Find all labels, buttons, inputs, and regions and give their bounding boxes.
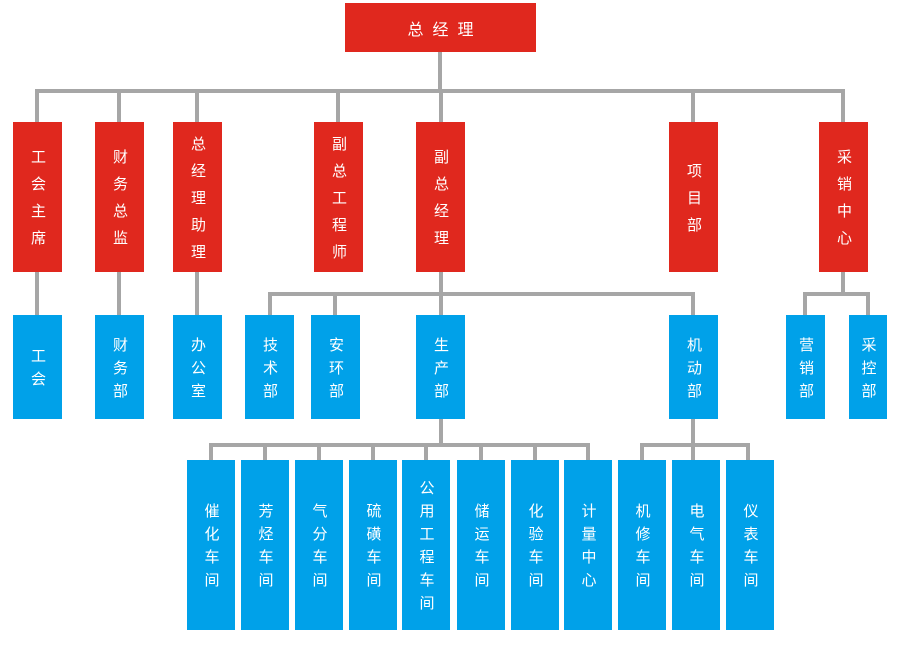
node-machine-repair-workshop: 机修车间: [618, 460, 666, 630]
connector-line: [586, 443, 590, 460]
node-metrology-center: 计量中心: [564, 460, 612, 630]
connector-line: [803, 292, 807, 315]
connector-line: [640, 443, 644, 460]
connector-line: [691, 443, 695, 460]
connector-line: [691, 89, 695, 122]
node-laboratory-workshop: 化验车间: [511, 460, 559, 630]
node-instrument-workshop: 仪表车间: [726, 460, 774, 630]
node-project-dept: 项目部: [669, 122, 718, 272]
connector-line: [336, 89, 340, 122]
connector-line: [371, 443, 375, 460]
node-procurement-control-dept: 采控部: [849, 315, 887, 419]
node-gm-assistant: 总经理助理: [173, 122, 222, 272]
node-finance-dept: 财务部: [95, 315, 144, 419]
node-label: 电气车间: [687, 503, 706, 595]
node-label: 计量中心: [579, 503, 598, 595]
connector-line: [439, 272, 443, 292]
node-label: 副总工程师: [330, 135, 348, 271]
connector-line: [803, 292, 870, 296]
node-safety-env-dept: 安环部: [311, 315, 360, 419]
connector-line: [439, 419, 443, 443]
connector-line: [841, 272, 845, 292]
node-label: 机修车间: [633, 503, 652, 595]
connector-line: [691, 419, 695, 443]
connector-line: [195, 89, 199, 122]
node-label: 化验车间: [526, 503, 545, 595]
connector-line: [209, 443, 590, 447]
node-finance-director: 财务总监: [95, 122, 144, 272]
connector-line: [424, 443, 428, 460]
connector-line: [268, 292, 695, 296]
node-label: 气分车间: [310, 503, 329, 595]
connector-line: [209, 443, 213, 460]
connector-line: [479, 443, 483, 460]
node-aromatics-workshop: 芳烃车间: [241, 460, 289, 630]
node-production-dept: 生产部: [416, 315, 465, 419]
node-label: 储运车间: [472, 503, 491, 595]
node-label: 副总经理: [432, 149, 450, 257]
node-storage-transport-workshop: 储运车间: [457, 460, 505, 630]
node-label: 采控部: [859, 336, 878, 406]
node-label: 安环部: [327, 336, 345, 406]
node-deputy-general-manager: 副总经理: [416, 122, 465, 272]
node-label: 财务部: [111, 336, 129, 406]
connector-line: [35, 272, 39, 315]
connector-line: [268, 292, 272, 315]
connector-line: [117, 272, 121, 315]
node-union-chairman: 工会主席: [13, 122, 62, 272]
node-technology-dept: 技术部: [245, 315, 294, 419]
node-utilities-workshop: 公用工程车间: [402, 460, 450, 630]
node-label: 芳烃车间: [256, 503, 275, 595]
node-label: 工会主席: [29, 149, 47, 257]
node-label: 采销中心: [835, 149, 853, 257]
node-label: 办公室: [189, 336, 207, 406]
node-procurement-sales-center: 采销中心: [819, 122, 868, 272]
node-label: 催化车间: [202, 503, 221, 595]
node-deputy-chief-engineer: 副总工程师: [314, 122, 363, 272]
node-general-manager: 总经理: [345, 3, 536, 52]
node-label: 技术部: [261, 336, 279, 406]
node-catalytic-workshop: 催化车间: [187, 460, 235, 630]
connector-line: [691, 292, 695, 315]
connector-line: [117, 89, 121, 122]
connector-line: [263, 443, 267, 460]
node-label: 生产部: [432, 336, 450, 406]
node-gas-fractionation-workshop: 气分车间: [295, 460, 343, 630]
node-label: 公用工程车间: [417, 480, 436, 618]
connector-line: [439, 89, 443, 122]
node-sulfur-workshop: 硫磺车间: [349, 460, 397, 630]
connector-line: [640, 443, 750, 447]
connector-line: [439, 292, 443, 315]
node-label: 营销部: [797, 336, 815, 406]
node-label: 项目部: [685, 162, 703, 244]
node-label: 仪表车间: [741, 503, 760, 595]
node-labor-union: 工会: [13, 315, 62, 419]
node-electrical-workshop: 电气车间: [672, 460, 720, 630]
connector-line: [746, 443, 750, 460]
connector-line: [35, 89, 39, 122]
node-label: 财务总监: [111, 149, 129, 257]
node-label: 总经理助理: [189, 135, 207, 271]
node-office: 办公室: [173, 315, 222, 419]
connector-line: [866, 292, 870, 315]
connector-line: [333, 292, 337, 315]
node-label: 总经理: [407, 19, 483, 39]
connector-line: [317, 443, 321, 460]
node-label: 机动部: [685, 336, 703, 406]
connector-line: [841, 89, 845, 122]
connector-line: [533, 443, 537, 460]
node-equipment-dept: 机动部: [669, 315, 718, 419]
connector-line: [438, 52, 442, 89]
node-label: 硫磺车间: [364, 503, 383, 595]
connector-line: [195, 272, 199, 315]
node-label: 工会: [29, 348, 47, 394]
node-marketing-dept: 营销部: [786, 315, 825, 419]
